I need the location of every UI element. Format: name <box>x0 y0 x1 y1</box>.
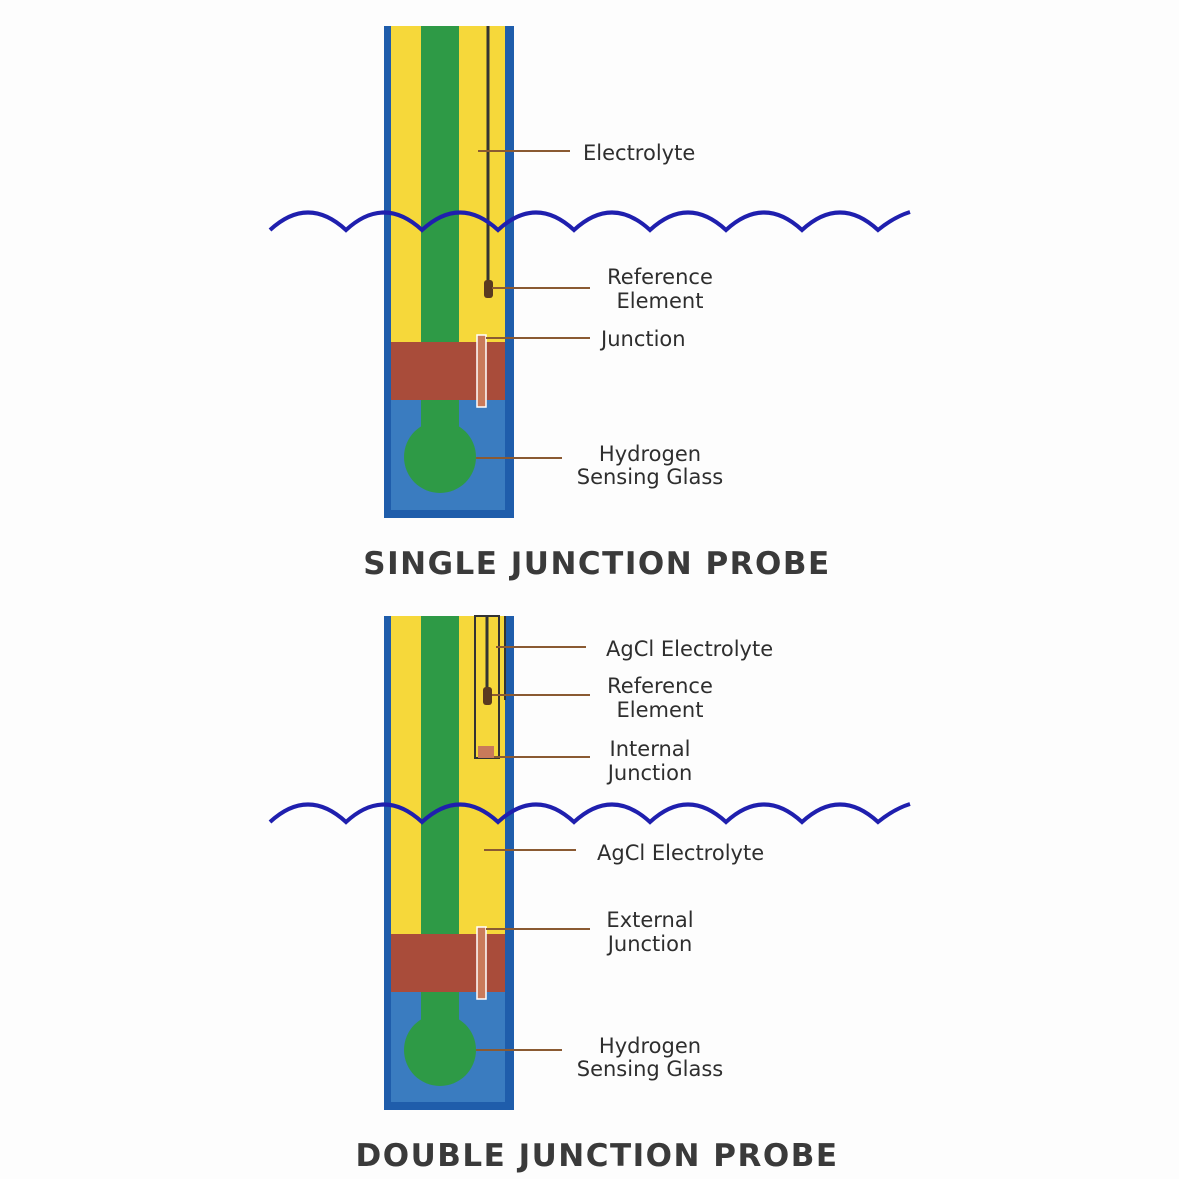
double-probe-title: DOUBLE JUNCTION PROBE <box>355 1138 838 1174</box>
double-label-agcl-outer: AgCl Electrolyte <box>597 841 764 865</box>
single-probe-junction-plug <box>476 334 487 408</box>
double-label-reference-2: Element <box>617 698 704 722</box>
double-probe: AgCl Electrolyte Reference Element Inter… <box>268 615 911 1174</box>
single-label-reference-1: Reference <box>607 265 713 289</box>
double-probe-sensing-bulb <box>404 1014 476 1086</box>
double-probe-junction-plug <box>476 926 487 1000</box>
double-probe-electrolyte-left <box>391 616 421 934</box>
double-label-glass-2: Sensing Glass <box>577 1057 724 1081</box>
single-probe-title: SINGLE JUNCTION PROBE <box>363 546 830 582</box>
double-label-external-2: Junction <box>606 932 693 956</box>
double-label-reference-1: Reference <box>607 674 713 698</box>
single-label-glass-1: Hydrogen <box>599 442 701 466</box>
single-probe-reference-element <box>484 280 493 298</box>
single-label-junction: Junction <box>599 327 686 351</box>
double-probe-reference-element <box>483 687 492 705</box>
double-label-external-1: External <box>606 908 693 932</box>
double-probe-water-line <box>268 802 911 825</box>
single-probe-electrolyte-right <box>459 26 505 342</box>
double-label-internal-2: Junction <box>606 761 693 785</box>
single-probe: Electrolyte Reference Element Junction H… <box>268 26 911 582</box>
double-probe-junction-block <box>391 934 505 992</box>
single-probe-sensing-bulb <box>404 421 476 493</box>
single-probe-electrolyte-left <box>391 26 421 342</box>
double-probe-glass-stem <box>421 616 459 934</box>
double-probe-internal-junction <box>478 746 494 758</box>
double-label-internal-1: Internal <box>610 737 691 761</box>
double-label-glass-1: Hydrogen <box>599 1034 701 1058</box>
single-label-electrolyte: Electrolyte <box>583 141 695 165</box>
double-label-agcl-inner: AgCl Electrolyte <box>606 637 773 661</box>
single-probe-junction-block <box>391 342 505 400</box>
single-label-glass-2: Sensing Glass <box>577 465 724 489</box>
single-label-reference-2: Element <box>617 289 704 313</box>
single-probe-glass-stem <box>421 26 459 342</box>
single-probe-water-line <box>268 210 911 233</box>
